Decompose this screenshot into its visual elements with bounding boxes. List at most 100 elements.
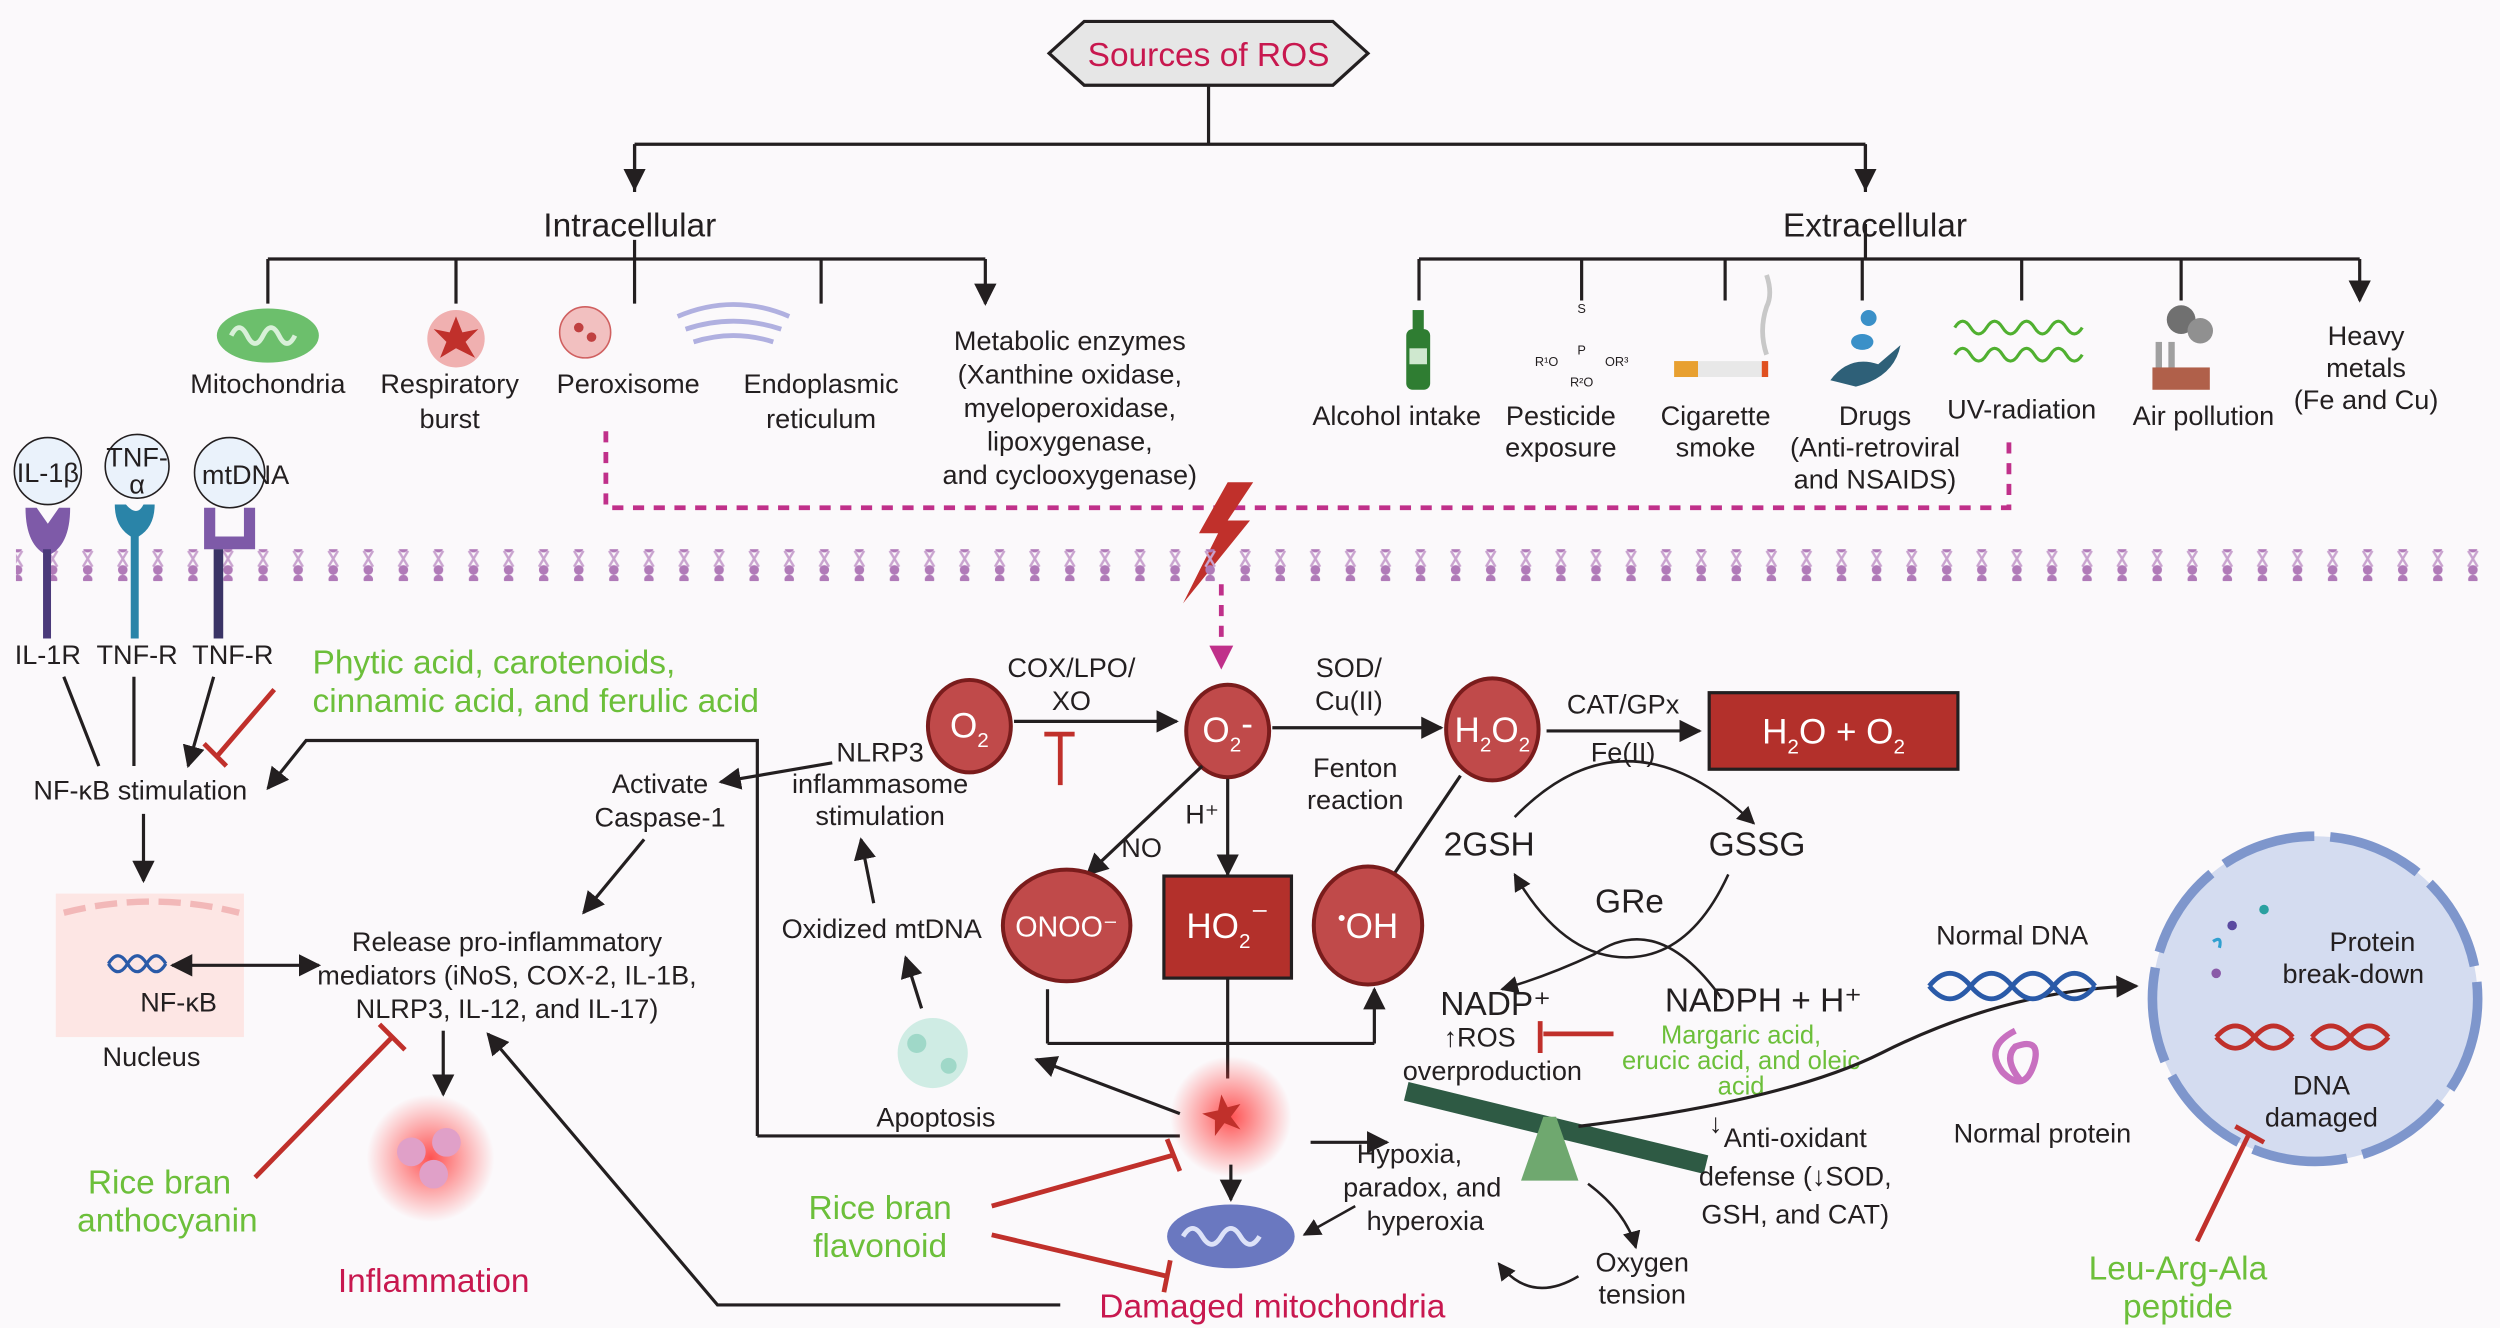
gssg-label: GSSG xyxy=(1709,826,1806,863)
ligand-tnfa xyxy=(104,433,170,499)
nfkb-stimulation: NF-κB stimulation xyxy=(33,775,247,806)
nucleus-nfkb: NF-κB xyxy=(140,987,217,1018)
cox-label: COX/LPO/ xyxy=(1007,652,1135,683)
nlrp3-label-3: stimulation xyxy=(815,800,945,831)
cat-label: CAT/GPx xyxy=(1567,688,1680,719)
label-air-pollution: Air pollution xyxy=(2133,400,2275,431)
phytic-inhibition xyxy=(202,687,277,768)
dna-label: DNA xyxy=(2293,1069,2351,1100)
inflammation-cells-icon xyxy=(366,1094,495,1223)
damaged-mitochondria-label: Damaged mitochondria xyxy=(1099,1289,1445,1326)
label-antiretroviral: (Anti-retroviral xyxy=(1790,432,1960,463)
label-uv: UV-radiation xyxy=(1947,393,2096,424)
hypoxia-label-3: hyperoxia xyxy=(1367,1205,1485,1236)
intracellular-label: Intracellular xyxy=(543,208,716,245)
margaric-label-2: erucic acid, and oleic xyxy=(1622,1047,1860,1075)
peroxynitrite-label: ONOO⁻ xyxy=(1015,912,1118,944)
endoplasmic-reticulum-icon xyxy=(676,302,791,345)
apoptosis-icon xyxy=(897,1017,968,1089)
cell-membrane xyxy=(15,549,2500,582)
down-arrow-label: ↓ xyxy=(1709,1108,1723,1139)
fenton-label: Fenton xyxy=(1313,752,1397,783)
label-drugs: Drugs xyxy=(1839,400,1911,431)
hydroxyl-label: •OH xyxy=(1338,905,1398,946)
flavonoid-label-1: Rice bran xyxy=(808,1190,951,1227)
label-metabolic: Metabolic enzymes xyxy=(954,325,1186,356)
label-cigarette: Cigarette xyxy=(1661,400,1771,431)
hypoxia-label-1: Hypoxia, xyxy=(1357,1138,1462,1169)
formula-s: S xyxy=(1577,301,1586,316)
ros-source-dashed-line xyxy=(603,431,2012,511)
caspase-label: Caspase-1 xyxy=(595,802,726,833)
activate-label: Activate xyxy=(612,768,708,799)
extracellular-labels: Alcohol intake Pesticide exposure Cigare… xyxy=(1312,320,2438,494)
damaged-cell xyxy=(2147,831,2483,1167)
oxygen-label: Oxygen xyxy=(1596,1246,1689,1277)
xo-label: XO xyxy=(1052,685,1091,716)
peptide-label-1: Leu-Arg-Ala xyxy=(2089,1250,2268,1287)
formula-r2o: R²O xyxy=(1570,375,1593,390)
oxidized-mtdna: Oxidized mtDNA xyxy=(782,913,983,944)
ligand-mtdna xyxy=(193,436,266,509)
protein-label: Protein xyxy=(2330,926,2416,957)
factory-pollution-icon xyxy=(2152,305,2214,390)
title: Sources of ROS xyxy=(1088,37,1330,74)
label-reticulum: reticulum xyxy=(766,403,876,434)
apoptosis-label: Apoptosis xyxy=(876,1101,995,1132)
receptors: IL-1β TNF- α mtDNA IL-1R TNF-R TNF-R xyxy=(13,433,290,670)
ros-burst-icon xyxy=(1170,1056,1292,1178)
damaged-label: damaged xyxy=(2265,1101,2378,1132)
formula-p: P xyxy=(1577,343,1586,358)
receptor-tnfr-1: TNF-R xyxy=(96,639,177,670)
ligand-il1b xyxy=(13,436,83,506)
no-label: NO xyxy=(1121,832,1162,863)
label-burst: burst xyxy=(420,403,481,434)
feedback-line xyxy=(266,738,759,1136)
arrow-to-cell xyxy=(1578,975,2139,1128)
release-label-3: NLRP3, IL-12, and IL-17) xyxy=(356,993,659,1024)
flavonoid-label-2: flavonoid xyxy=(813,1228,947,1265)
tension-label: tension xyxy=(1599,1278,1686,1309)
title-node: Sources of ROS xyxy=(1046,19,1371,87)
breakdown-label: break-down xyxy=(2283,958,2425,989)
damaged-mitochondria-icon xyxy=(1167,1204,1295,1269)
tnfr2-receptor-icon xyxy=(204,507,256,550)
release-label-1: Release pro-inflammatory xyxy=(352,926,663,957)
o2-node xyxy=(925,677,1013,775)
products-box xyxy=(1707,691,1960,771)
phytic-acid-label-2: cinnamic acid, and ferulic acid xyxy=(313,683,759,720)
superoxide-label: O2- xyxy=(1202,705,1253,757)
lightning-bolt-icon xyxy=(1183,482,1254,604)
beer-bottle-icon xyxy=(1406,310,1431,390)
label-nsaids: and NSAIDS) xyxy=(1794,464,1957,495)
nlrp3-label-1: NLRP3 xyxy=(836,736,923,767)
cigarette-icon xyxy=(1674,274,1773,378)
ligand-tnfa-label-1: TNF- xyxy=(106,441,168,472)
peptide-label-2: peptide xyxy=(2123,1289,2233,1326)
ligand-mtdna-label: mtDNA xyxy=(202,459,290,490)
o2-label: O2 xyxy=(950,706,989,752)
superoxide-node xyxy=(1184,682,1272,780)
antioxidant-label-1: Anti-oxidant xyxy=(1724,1122,1868,1153)
phytic-acid-label-1: Phytic acid, carotenoids, xyxy=(313,645,676,682)
products-label: H2O + O2 xyxy=(1762,713,1905,759)
margaric-inhibition xyxy=(1537,1021,1614,1054)
normal-protein-label: Normal protein xyxy=(1954,1117,2132,1148)
damaged-dna-icon xyxy=(2214,1023,2391,1051)
nadph-label: NADPH + H⁺ xyxy=(1665,983,1862,1020)
intracellular-labels: Mitochondria Respiratory burst Peroxisom… xyxy=(190,325,1197,490)
normal-dna-label: Normal DNA xyxy=(1936,920,2089,951)
tnfr-receptor-icon xyxy=(114,504,155,639)
cu-label: Cu(II) xyxy=(1315,685,1383,716)
overproduction-label: overproduction xyxy=(1403,1055,1582,1086)
ros-label: ↑ROS xyxy=(1443,1022,1515,1053)
receptor-il1r: IL-1R xyxy=(15,639,81,670)
nadp-label: NADP⁺ xyxy=(1440,986,1551,1023)
label-xanthine: (Xanthine oxidase, xyxy=(958,358,1182,389)
label-endoplasmic: Endoplasmic xyxy=(744,368,899,399)
receptor-tnfr-2: TNF-R xyxy=(192,639,273,670)
gre-label: GRe xyxy=(1595,884,1664,921)
hydroperoxyl-box xyxy=(1162,874,1294,980)
ligand-il1b-label: IL-1β xyxy=(17,457,79,488)
